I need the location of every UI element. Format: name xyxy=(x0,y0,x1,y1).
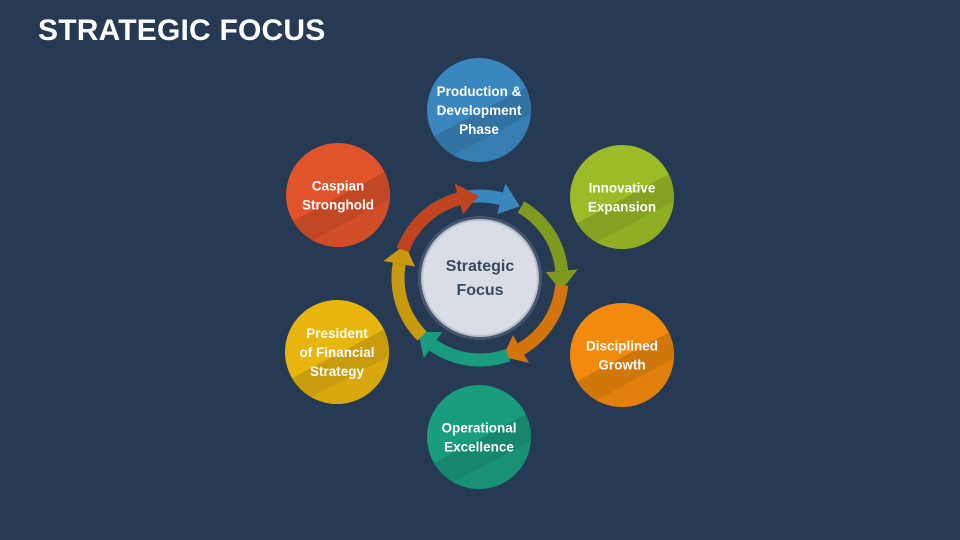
center-label: Focus xyxy=(456,282,503,299)
node-label: Development xyxy=(437,103,522,118)
slide-title: STRATEGIC FOCUS xyxy=(38,14,326,47)
cycle-arrow xyxy=(412,183,520,230)
node-label: Expansion xyxy=(588,200,656,215)
cycle-arrow xyxy=(396,183,479,253)
cycle-arrow xyxy=(517,201,578,291)
center-label: Strategic xyxy=(446,258,515,275)
cycle-arrow xyxy=(418,331,511,367)
center-circle xyxy=(421,219,539,337)
node-label: Phase xyxy=(459,122,499,137)
node-label: Innovative xyxy=(589,181,656,196)
node-label: of Financial xyxy=(299,345,374,360)
node-label: Operational xyxy=(441,421,516,436)
node-label: President xyxy=(306,326,368,341)
node-label: Stronghold xyxy=(302,198,374,213)
node-label: Growth xyxy=(598,358,645,373)
cycle-arrows xyxy=(383,183,578,367)
node-label: Production & xyxy=(437,84,522,99)
node-label: Excellence xyxy=(444,440,514,455)
cycle-arrow xyxy=(502,284,569,363)
node-label: Disciplined xyxy=(586,339,658,354)
node-label: Caspian xyxy=(312,179,365,194)
node-label: Strategy xyxy=(310,364,365,379)
